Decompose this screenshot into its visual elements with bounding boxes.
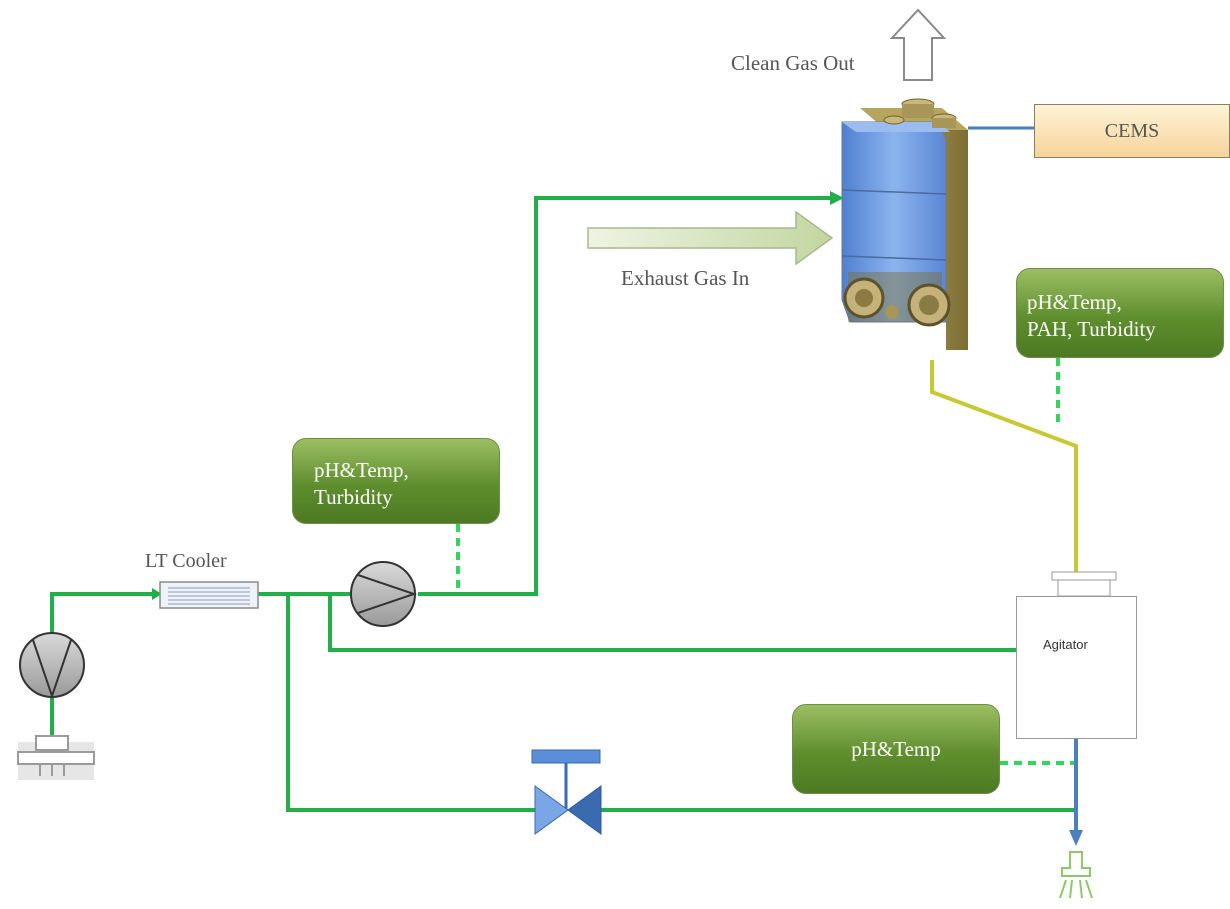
agitator-lid: [1051, 571, 1117, 581]
sensor-box-inlet: pH&Temp, Turbidity: [292, 438, 500, 524]
agitator-tank: Agitator: [1016, 596, 1137, 739]
sensor-line: pH&Temp: [851, 736, 941, 761]
sea-chest-icon: [17, 735, 95, 780]
sensor-box-outlet: pH&Temp, PAH, Turbidity: [1016, 268, 1224, 358]
sensor-taps: [456, 358, 1076, 765]
cems-box: CEMS: [1034, 104, 1230, 158]
discharge-arrowhead: [1069, 830, 1083, 846]
washwater-discharge-line: [930, 360, 1078, 572]
lt-cooler-icon: [159, 581, 259, 609]
sensor-line: pH&Temp,: [1027, 290, 1122, 314]
lt-cooler-label: LT Cooler: [145, 550, 227, 572]
sensor-box-tank: pH&Temp: [792, 704, 1000, 794]
scrubber-tower: [841, 98, 968, 350]
sensor-line: pH&Temp,: [314, 458, 409, 482]
seawater-pump-icon: [19, 632, 85, 700]
control-valve-icon: [531, 749, 602, 835]
flow-arrowhead-cooler: [152, 588, 162, 600]
clean-gas-out-arrow: [889, 8, 947, 81]
exhaust-gas-in-arrow: [587, 210, 834, 266]
flow-arrowhead-scrubber: [830, 191, 844, 205]
agitator-label: Agitator: [1043, 637, 1088, 652]
circulation-pump-icon: [350, 561, 418, 627]
cems-label: CEMS: [1104, 119, 1160, 142]
sensor-line: Turbidity: [314, 485, 393, 509]
overboard-nozzle-icon: [1059, 851, 1093, 899]
agitator-neck: [1057, 579, 1111, 597]
exhaust-gas-in-label: Exhaust Gas In: [621, 266, 750, 290]
clean-gas-out-label: Clean Gas Out: [731, 51, 855, 75]
sensor-line: PAH, Turbidity: [1027, 317, 1156, 341]
